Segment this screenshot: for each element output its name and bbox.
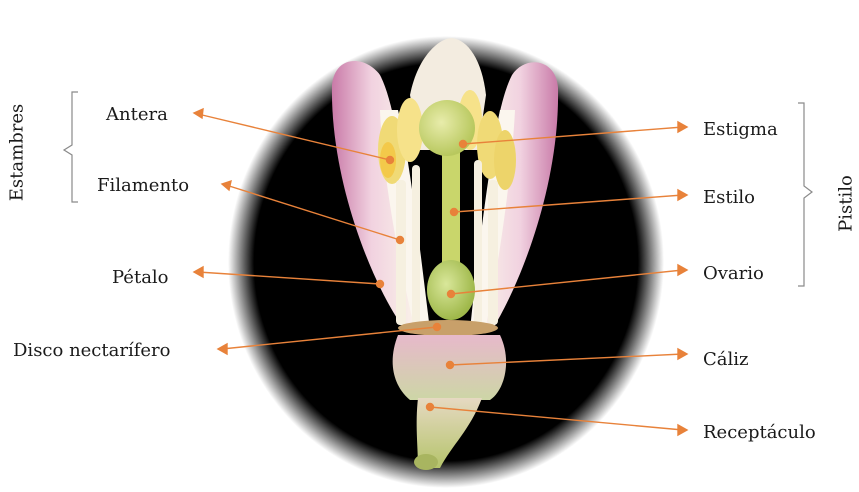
pistil-bracket	[798, 103, 812, 286]
stamens-bracket	[64, 92, 78, 202]
label-filamento: Filamento	[97, 176, 189, 196]
nectar-disc	[398, 320, 498, 336]
stamens-group-label: Estambres	[7, 103, 28, 203]
label-ovario: Ovario	[703, 264, 764, 284]
label-antera: Antera	[106, 105, 168, 125]
label-petalo: Pétalo	[112, 268, 169, 288]
label-receptaculo: Receptáculo	[703, 423, 816, 443]
label-estigma: Estigma	[703, 120, 778, 140]
label-caliz: Cáliz	[703, 350, 749, 370]
label-disco-nectarifero: Disco nectarífero	[13, 341, 170, 361]
stigma	[419, 100, 475, 156]
label-estilo: Estilo	[703, 188, 755, 208]
pistil-group-label: Pistilo	[836, 164, 857, 244]
